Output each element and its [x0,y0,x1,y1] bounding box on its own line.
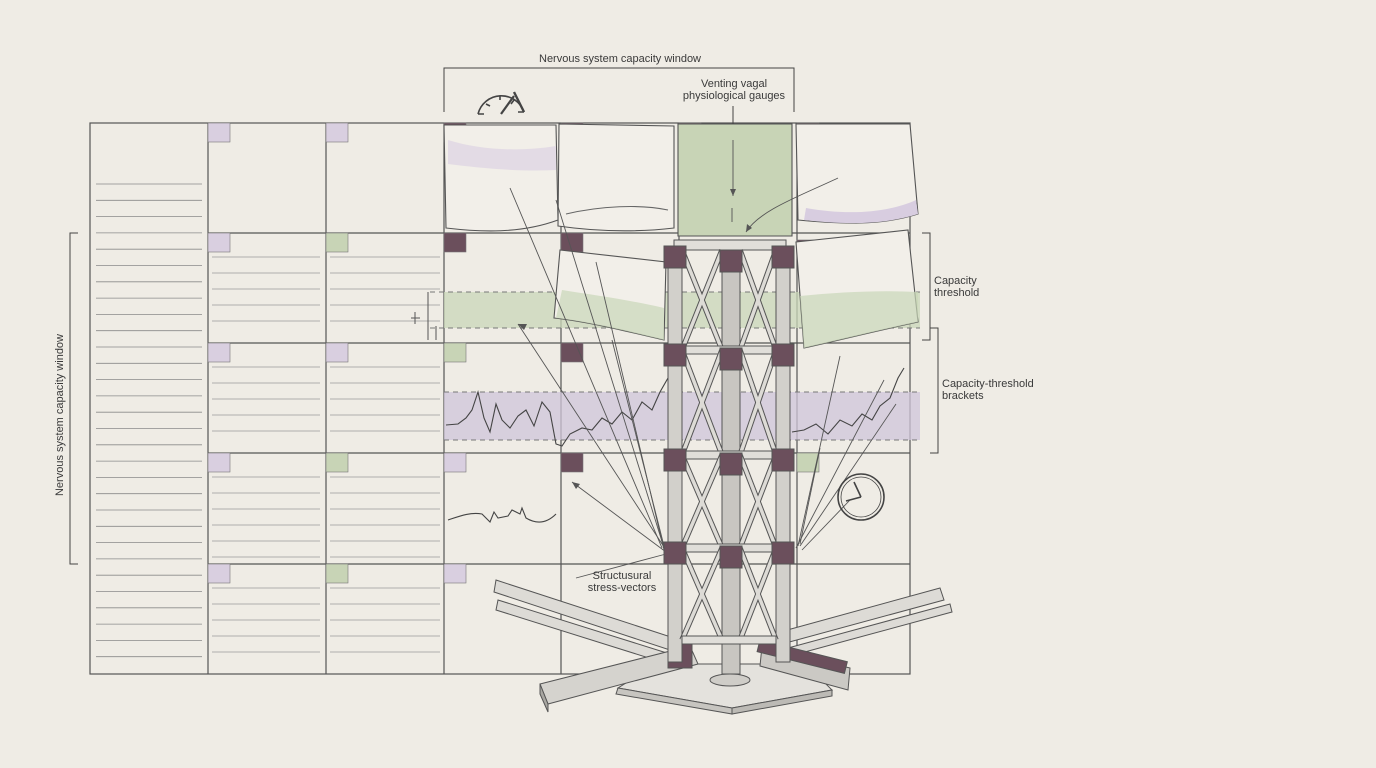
stress-label-line1: Structusural [592,570,652,582]
steel-base [493,579,953,715]
gauge-icon [477,91,526,115]
threshold-label-line1: Capacity [934,275,977,287]
brackets-label-line1: Capacity-threshold [942,378,1034,390]
brackets-label-line2: brackets [942,390,984,402]
threshold-brackets-bracket [930,327,939,454]
ruled-lines-column [96,183,202,658]
gauges-label-line1: Venting vagal [700,78,768,90]
top-window-label: Nervous system capacity window [539,53,702,65]
threshold-label-line2: threshold [934,287,980,299]
gauges-label-line2: physiological gauges [682,90,786,102]
physiological-waveform [445,377,669,447]
threshold-label: Capacity threshold [934,275,979,299]
lattice-tower [663,239,795,675]
side-window-label: Nervous system capacity window [54,333,66,497]
threshold-bracket [922,232,931,341]
gauge-tiles [443,123,919,349]
brackets-label: Capacity-threshold brackets [942,378,1034,402]
stress-label-line2: stress-vectors [587,582,657,594]
stress-vectors [509,140,897,579]
top-window-bracket [443,67,795,112]
side-window-bracket [69,232,78,565]
vector-arrowheads [518,189,752,489]
gauges-label: Venting vagal physiological gauges [672,78,796,102]
stress-vectors-label: Structusural stress-vectors [582,570,662,594]
brackets [69,67,939,565]
clock-icon [837,473,885,521]
ruled-lines-cells [212,256,440,653]
